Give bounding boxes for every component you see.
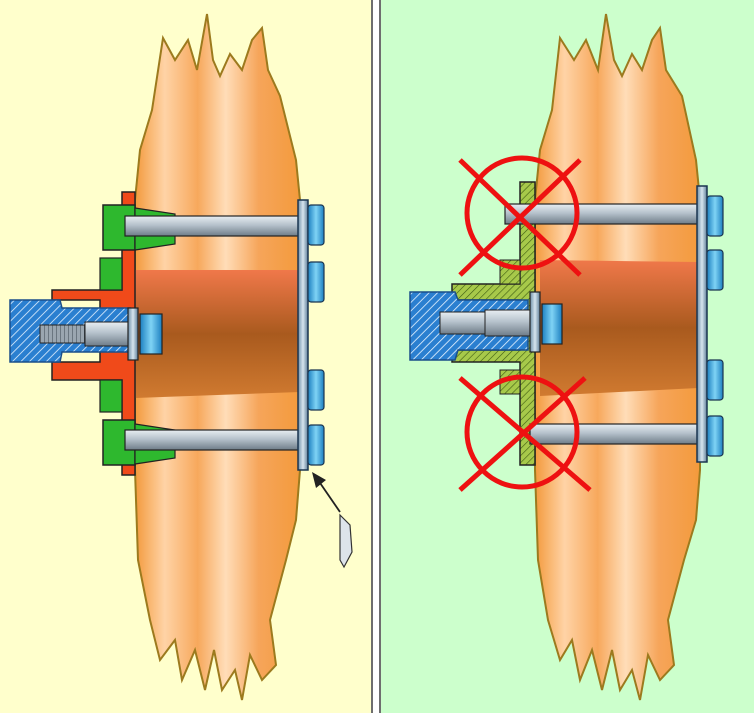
bolt-head bbox=[706, 359, 724, 401]
right-center-washer bbox=[529, 291, 541, 353]
bolt-head bbox=[706, 195, 724, 237]
cross-out-icon bbox=[458, 155, 582, 277]
left-stud-body bbox=[84, 321, 131, 347]
left-center-washer bbox=[127, 307, 139, 361]
left-cone bbox=[135, 270, 300, 398]
right-rod-bottom bbox=[529, 423, 701, 445]
right-bolts bbox=[706, 195, 724, 457]
green-ring-top bbox=[99, 257, 123, 291]
right-center-nut bbox=[541, 303, 563, 345]
bolt-head bbox=[706, 415, 724, 457]
left-threaded-stud bbox=[39, 324, 86, 344]
bolt-head bbox=[706, 249, 724, 291]
left-center-nut bbox=[139, 313, 163, 355]
right-stud-collar bbox=[484, 309, 531, 337]
washer-icon bbox=[339, 513, 353, 569]
cross-out-icon bbox=[458, 374, 592, 492]
bolt-head bbox=[307, 261, 325, 303]
left-rod-bottom bbox=[124, 429, 301, 451]
right-end-plate bbox=[696, 185, 708, 463]
right-stud-body bbox=[439, 311, 486, 335]
left-end-plate bbox=[297, 199, 309, 471]
bolt-head bbox=[307, 369, 325, 411]
bolt-head bbox=[307, 424, 325, 466]
left-bolts bbox=[307, 204, 325, 466]
green-ring-bottom bbox=[99, 379, 123, 413]
panel-divider bbox=[371, 0, 381, 713]
bolt-head bbox=[307, 204, 325, 246]
right-cone bbox=[540, 260, 698, 396]
left-rod-top bbox=[124, 215, 301, 237]
arrow-icon bbox=[312, 472, 341, 513]
